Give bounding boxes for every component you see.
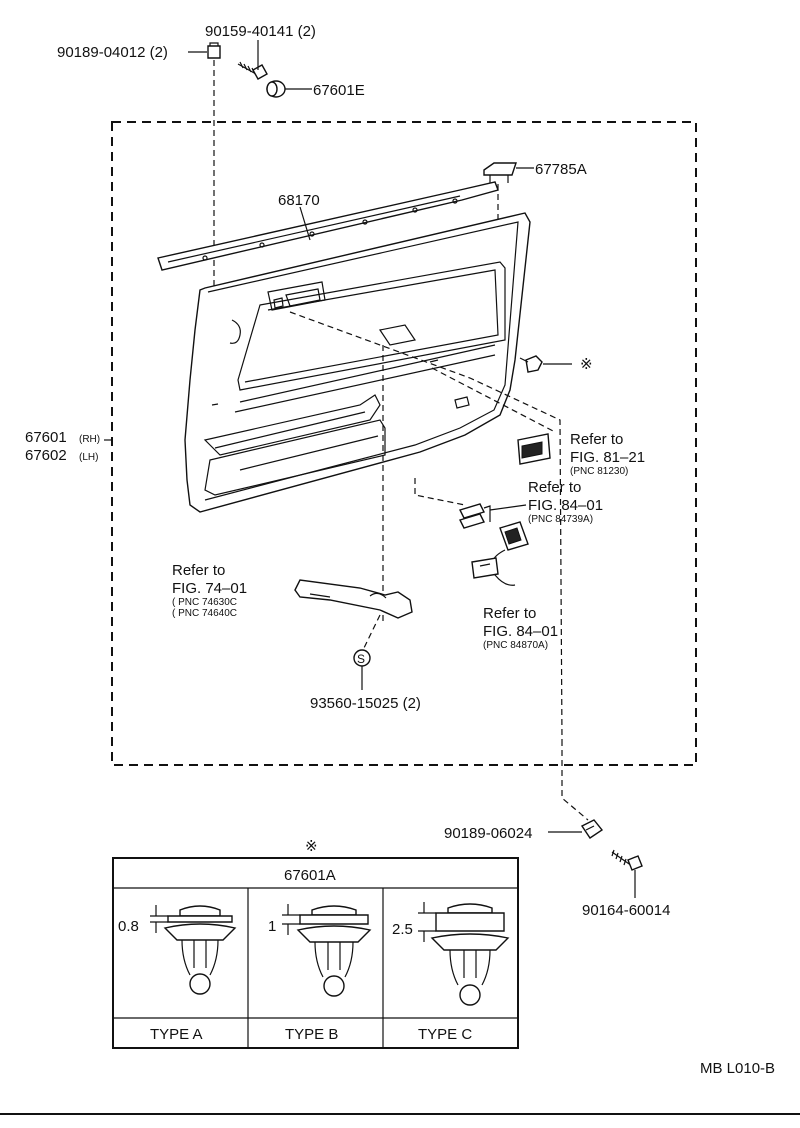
ref-84b-line1: Refer to xyxy=(483,605,536,622)
screw-93560-15025[interactable]: S xyxy=(353,649,371,667)
switch-assembly[interactable] xyxy=(517,433,551,465)
type-a-dim: 0.8 xyxy=(118,918,139,935)
label-90189-06024: 90189-06024 xyxy=(444,825,532,842)
label-90159-40141: 90159-40141 (2) xyxy=(205,23,316,40)
assembly-frame xyxy=(111,121,697,766)
clip-type-table xyxy=(112,857,519,1049)
type-c-dim: 2.5 xyxy=(392,921,413,938)
clip-type-b-drawing xyxy=(282,904,372,997)
door-trim-board[interactable] xyxy=(184,212,531,513)
table-mark: ※ xyxy=(305,838,318,855)
ref-74-line1: Refer to xyxy=(172,562,225,579)
label-67601E: 67601E xyxy=(313,82,365,99)
type-b-label: TYPE B xyxy=(285,1026,338,1043)
clip-mark: ※ xyxy=(580,356,593,373)
ref-74-line2: FIG. 74–01 xyxy=(172,580,247,597)
table-part-number: 67601A xyxy=(284,867,336,884)
screw-90159-40141[interactable] xyxy=(237,61,268,80)
pull-handle[interactable] xyxy=(294,579,413,619)
ref-74-line3: ( PNC 74630C xyxy=(172,597,237,608)
weatherstrip-68170[interactable] xyxy=(157,181,499,271)
label-67601-side: (RH) xyxy=(79,434,100,445)
ref-84a-line2: FIG. 84–01 xyxy=(528,497,603,514)
cap-67601E[interactable] xyxy=(266,80,286,98)
ref-84a-line3: (PNC 84739A) xyxy=(528,514,593,525)
clip-type-c-drawing xyxy=(418,902,510,1006)
drawing-code: MB L010-B xyxy=(700,1060,775,1077)
trim-clip[interactable] xyxy=(519,355,543,373)
clip-90189-04012[interactable] xyxy=(207,42,221,59)
label-68170: 68170 xyxy=(278,192,320,209)
ref-81-line3: (PNC 81230) xyxy=(570,466,628,477)
label-93560-15025: 93560-15025 (2) xyxy=(310,695,421,712)
ref-81-line2: FIG. 81–21 xyxy=(570,449,645,466)
ref-81-line1: Refer to xyxy=(570,431,623,448)
bracket-67785A[interactable] xyxy=(483,162,517,183)
label-67785A: 67785A xyxy=(535,161,587,178)
screw-90164-60014[interactable] xyxy=(611,849,643,871)
clip-90189-06024[interactable] xyxy=(580,819,604,839)
ref-84a-line1: Refer to xyxy=(528,479,581,496)
label-90164-60014: 90164-60014 xyxy=(582,902,670,919)
type-c-label: TYPE C xyxy=(418,1026,472,1043)
type-b-dim: 1 xyxy=(268,918,276,935)
label-67601: 67601 xyxy=(25,429,67,446)
label-67602-side: (LH) xyxy=(79,452,98,463)
screw-symbol: S xyxy=(357,652,365,666)
label-90189-04012: 90189-04012 (2) xyxy=(57,44,168,61)
ref-74-line4: ( PNC 74640C xyxy=(172,608,237,619)
ref-84b-line3: (PNC 84870A) xyxy=(483,640,548,651)
lamp-socket[interactable] xyxy=(459,503,491,529)
type-a-label: TYPE A xyxy=(150,1026,203,1043)
courtesy-lamp[interactable] xyxy=(471,521,529,586)
label-67602: 67602 xyxy=(25,447,67,464)
clip-type-a-drawing xyxy=(150,905,237,995)
ref-84b-line2: FIG. 84–01 xyxy=(483,623,558,640)
